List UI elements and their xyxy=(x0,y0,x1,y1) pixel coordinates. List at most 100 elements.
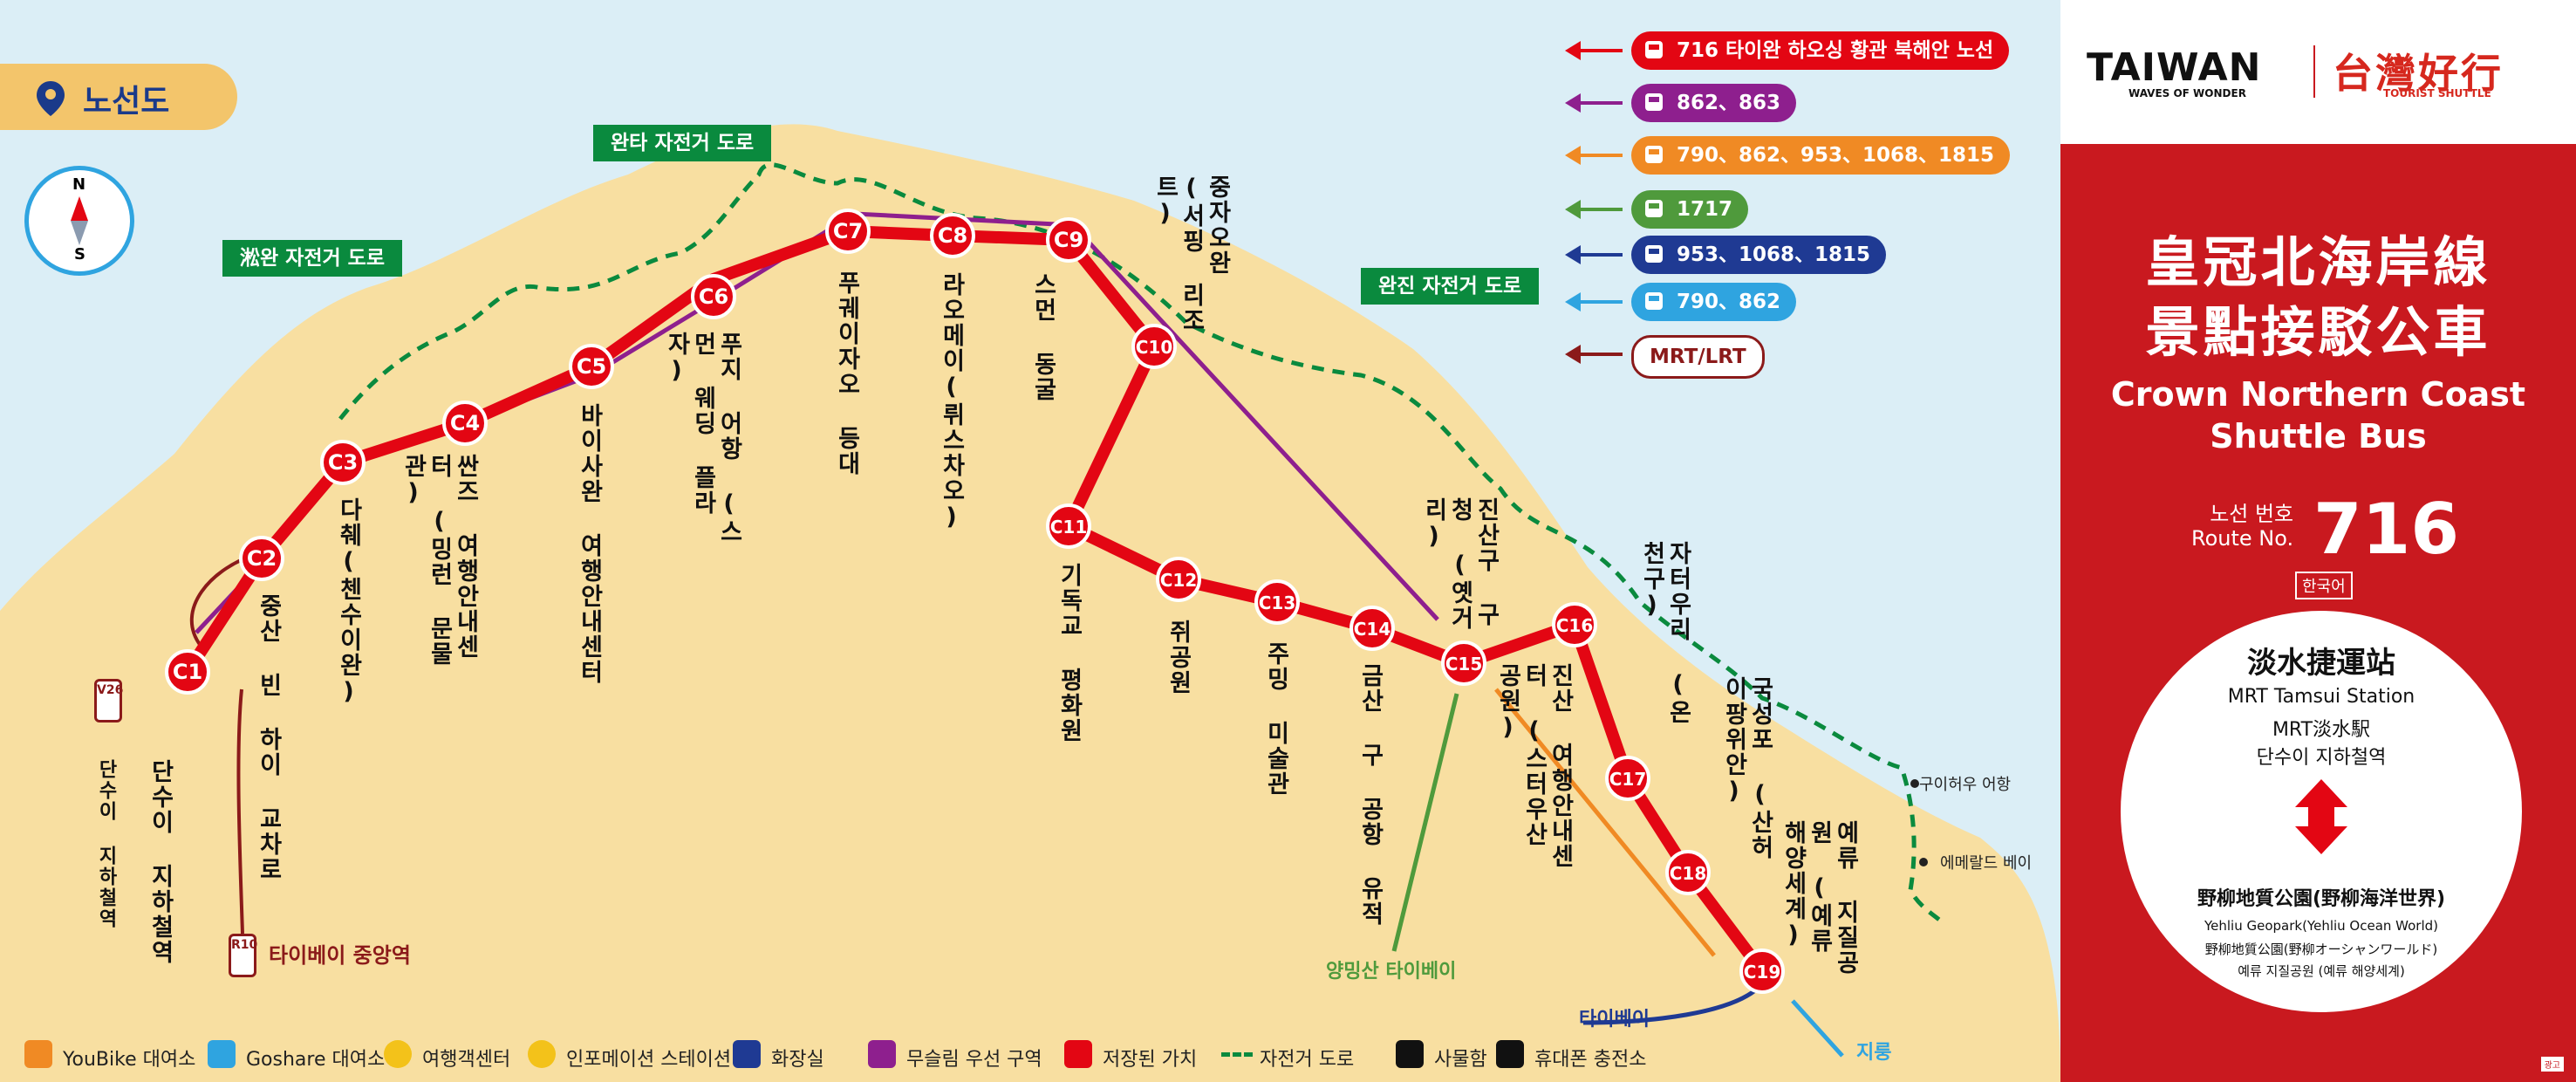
stop-label-c4: 싼즈 여행안내센터 (밍런 문물관) xyxy=(400,454,479,667)
stop-label-c15: 진산구 구청 (옛거리) xyxy=(1420,497,1500,631)
stop-marker-c11: C11 xyxy=(1046,503,1091,549)
route-arrow-icon xyxy=(1565,245,1623,264)
route-arrow-icon xyxy=(1565,41,1623,60)
brand-header: TAIWAN WAVES OF WONDER 台灣好行 TOURIST SHUT… xyxy=(2060,0,2576,144)
stop-code: C18 xyxy=(1670,863,1707,884)
stop-label-c12: 쥐공원 xyxy=(1165,620,1192,695)
route-number: 716 xyxy=(2313,489,2459,570)
stop-marker-c19: C19 xyxy=(1739,948,1785,994)
stop-marker-c9: C9 xyxy=(1046,217,1091,263)
stop-label-c16: 진산 여행안내센터 (스터우산 공원) xyxy=(1494,663,1574,869)
destination-cn: 野柳地質公園(野柳海洋世界) xyxy=(2197,888,2446,910)
route-arrow-icon xyxy=(1565,200,1623,219)
route-legend-item: 953、1068、1815 xyxy=(1631,236,1887,274)
legend-label: YouBike 대여소 xyxy=(63,1049,196,1071)
stop-code: C2 xyxy=(247,546,277,571)
bus-icon xyxy=(1645,200,1663,217)
legend-icon xyxy=(733,1040,761,1068)
bike-road-tag: 완타 자전거 도로 xyxy=(593,125,772,161)
stop-marker-c4: C4 xyxy=(442,401,488,446)
stop-code: C1 xyxy=(173,660,202,684)
stop-code: C6 xyxy=(699,284,728,309)
stop-marker-c7: C7 xyxy=(825,209,871,254)
legend-icon xyxy=(24,1040,52,1068)
route-legend-label: MRT/LRT xyxy=(1650,346,1746,368)
keelung-label: 지룽 xyxy=(1856,1042,1892,1064)
origin-cn: 淡水捷運站 xyxy=(2247,646,2395,681)
stop-label-c18: 국성포 (산허이팡위안) xyxy=(1720,676,1773,860)
legend-icon xyxy=(1064,1040,1092,1068)
brand-taiwan: TAIWAN xyxy=(2087,45,2262,90)
legend-label: 자전거 도로 xyxy=(1260,1049,1355,1071)
mrt-badge-v26: V26 xyxy=(94,679,123,722)
route-legend-item: MRT/LRT xyxy=(1631,335,1765,379)
map-title-pill: 노선도 xyxy=(0,64,237,130)
bus-icon xyxy=(1645,93,1663,111)
title-en-line1: Crown Northern Coast xyxy=(2110,375,2526,414)
map-title: 노선도 xyxy=(83,84,170,120)
mrt-badge-r10: R10 xyxy=(229,934,257,977)
stop-marker-c16: C16 xyxy=(1552,602,1597,647)
bike-road-tag: 완진 자전거 도로 xyxy=(1361,268,1540,305)
stop-code: C11 xyxy=(1050,517,1088,538)
route-line-green xyxy=(1391,693,1459,952)
stop-code: C7 xyxy=(833,219,863,243)
brand-tourist-shuttle-sub: TOURIST SHUTTLE xyxy=(2383,87,2491,99)
legend-icon xyxy=(1221,1052,1253,1057)
legend-label: 휴대폰 충전소 xyxy=(1534,1049,1647,1071)
stop-code: C13 xyxy=(1259,592,1296,613)
stop-label-c1: 단수이 지하철역 xyxy=(147,759,174,965)
route-legend-label: 1717 xyxy=(1677,198,1733,221)
stop-marker-c12: C12 xyxy=(1156,557,1201,602)
stop-label-c7: 푸궤이자오 등대 xyxy=(833,270,860,476)
stop-marker-c14: C14 xyxy=(1349,606,1395,651)
location-pin-icon xyxy=(37,81,65,116)
origin-ko: 단수이 지하철역 xyxy=(2256,747,2387,769)
taipei-main-label: 타이베이 중앙역 xyxy=(269,943,411,968)
stop-label-c14: 금산 구 공항 유적 xyxy=(1356,663,1384,927)
legend-label: 여행객센터 xyxy=(422,1049,511,1071)
brand-divider xyxy=(2313,45,2315,98)
bus-icon xyxy=(1645,245,1663,263)
legend-label: 무슬림 우선 구역 xyxy=(906,1049,1042,1071)
route-legend-label: 862、863 xyxy=(1677,92,1781,114)
route-arrow-icon xyxy=(1565,292,1623,312)
origin-en: MRT Tamsui Station xyxy=(2227,686,2415,708)
legend-label: 저장된 가치 xyxy=(1103,1049,1198,1071)
destination-en: Yehliu Geopark(Yehliu Ocean World) xyxy=(2204,918,2439,934)
stop-code: C4 xyxy=(450,411,480,435)
route-line-orange xyxy=(1494,688,1716,957)
route-arrow-icon xyxy=(1565,93,1623,113)
legend-label: 화장실 xyxy=(771,1049,824,1071)
language-badge: 한국어 xyxy=(2295,572,2353,599)
yangmingshan-label: 양밍산 타이베이 xyxy=(1326,961,1457,983)
destination-ko: 예류 지질공원 (예류 해양세계) xyxy=(2238,963,2405,979)
route-legend-item: 716 타이완 하오싱 황관 북해안 노선 xyxy=(1631,31,2010,70)
stop-code: C16 xyxy=(1556,615,1594,636)
stop-label-c9: 스먼 동굴 xyxy=(1029,272,1056,402)
bidirectional-arrow-icon xyxy=(2295,779,2347,807)
bus-icon xyxy=(1645,41,1663,58)
route-legend-label: 953、1068、1815 xyxy=(1677,243,1871,266)
stop-code: C9 xyxy=(1054,228,1083,252)
taipei-label: 타이베이 xyxy=(1579,1009,1650,1031)
bus-icon xyxy=(1645,292,1663,310)
legend-icon xyxy=(868,1040,896,1068)
legend-icon xyxy=(384,1040,412,1068)
route-line-lightblue xyxy=(1791,999,1844,1058)
emerald-label: 에메랄드 베이 xyxy=(1940,854,2033,873)
route-number-label: 노선 번호 Route No. xyxy=(2191,502,2294,551)
route-legend-item: 790、862 xyxy=(1631,283,1797,321)
stop-code: C14 xyxy=(1354,619,1391,640)
stop-marker-c5: C5 xyxy=(569,344,614,389)
bus-icon xyxy=(1645,146,1663,163)
route-legend-item: 790、862、953、1068、1815 xyxy=(1631,136,2011,175)
brand-tourist-shuttle: 台灣好行 xyxy=(2333,50,2504,97)
bike-road-tag: 淞완 자전거 도로 xyxy=(222,240,402,277)
stop-label-c17: 자터우리 (온천구) xyxy=(1638,541,1691,725)
stop-marker-c6: C6 xyxy=(691,274,736,319)
stop-label-c6: 푸지 어항 (스먼 웨딩 플라자) xyxy=(663,332,742,544)
brand-taiwan-sub: WAVES OF WONDER xyxy=(2128,87,2246,99)
